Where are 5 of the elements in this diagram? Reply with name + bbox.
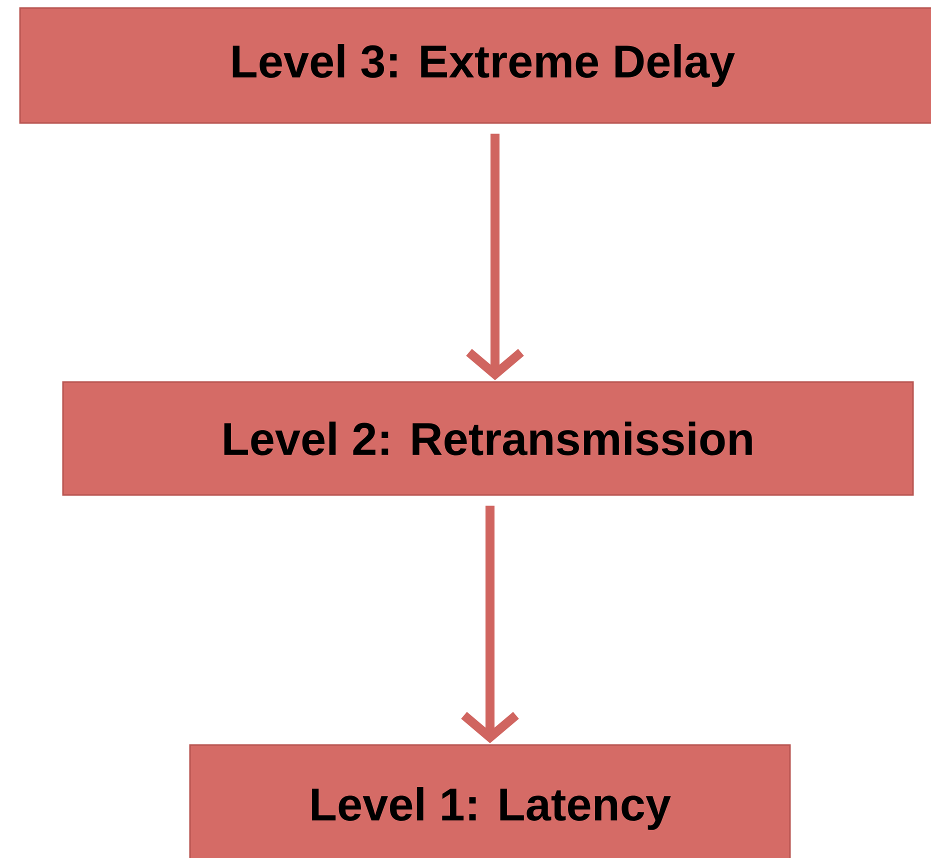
- level-box: Level 3: Extreme Delay: [19, 7, 931, 124]
- arrow: [461, 506, 519, 744]
- arrow: [466, 134, 524, 380]
- level-box: Level 1: Latency: [189, 744, 791, 858]
- level-box: Level 2: Retransmission: [62, 381, 914, 496]
